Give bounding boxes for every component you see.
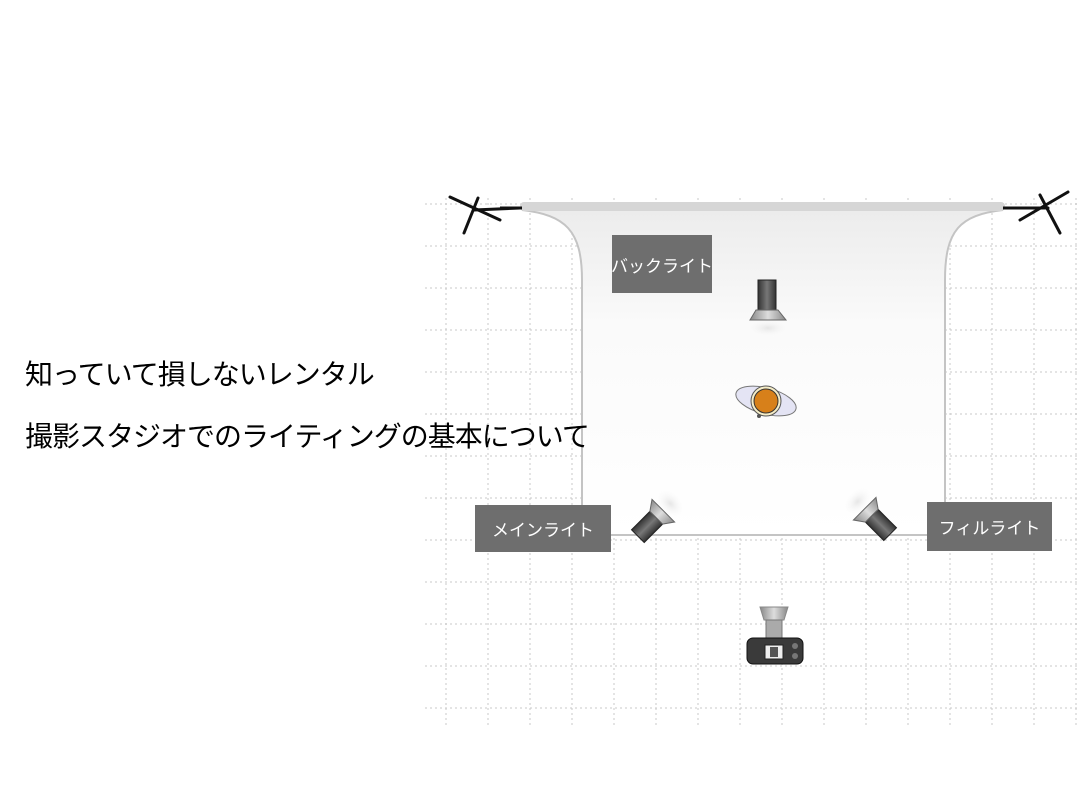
backdrop-bar bbox=[520, 202, 1005, 211]
back-light-spotlight-icon bbox=[744, 279, 792, 338]
backdrop-stand-icon bbox=[448, 195, 522, 235]
title-line-1: 知っていて損しないレンタル bbox=[25, 358, 375, 391]
fill-light-spotlight-icon bbox=[842, 486, 898, 542]
camera-icon bbox=[746, 606, 804, 665]
backdrop-paper bbox=[521, 209, 1004, 536]
backdrop-stand-icon bbox=[1003, 190, 1070, 235]
title-line-2: 撮影スタジオでのライティングの基本について bbox=[25, 420, 590, 453]
subject-person-icon bbox=[735, 385, 797, 418]
floor-grid bbox=[425, 198, 1080, 725]
fill-light-label: フィルライト bbox=[927, 502, 1052, 551]
back-light-label: バックライト bbox=[611, 235, 713, 293]
main-light-label: メインライト bbox=[475, 505, 611, 552]
main-light-spotlight-icon bbox=[630, 488, 686, 544]
